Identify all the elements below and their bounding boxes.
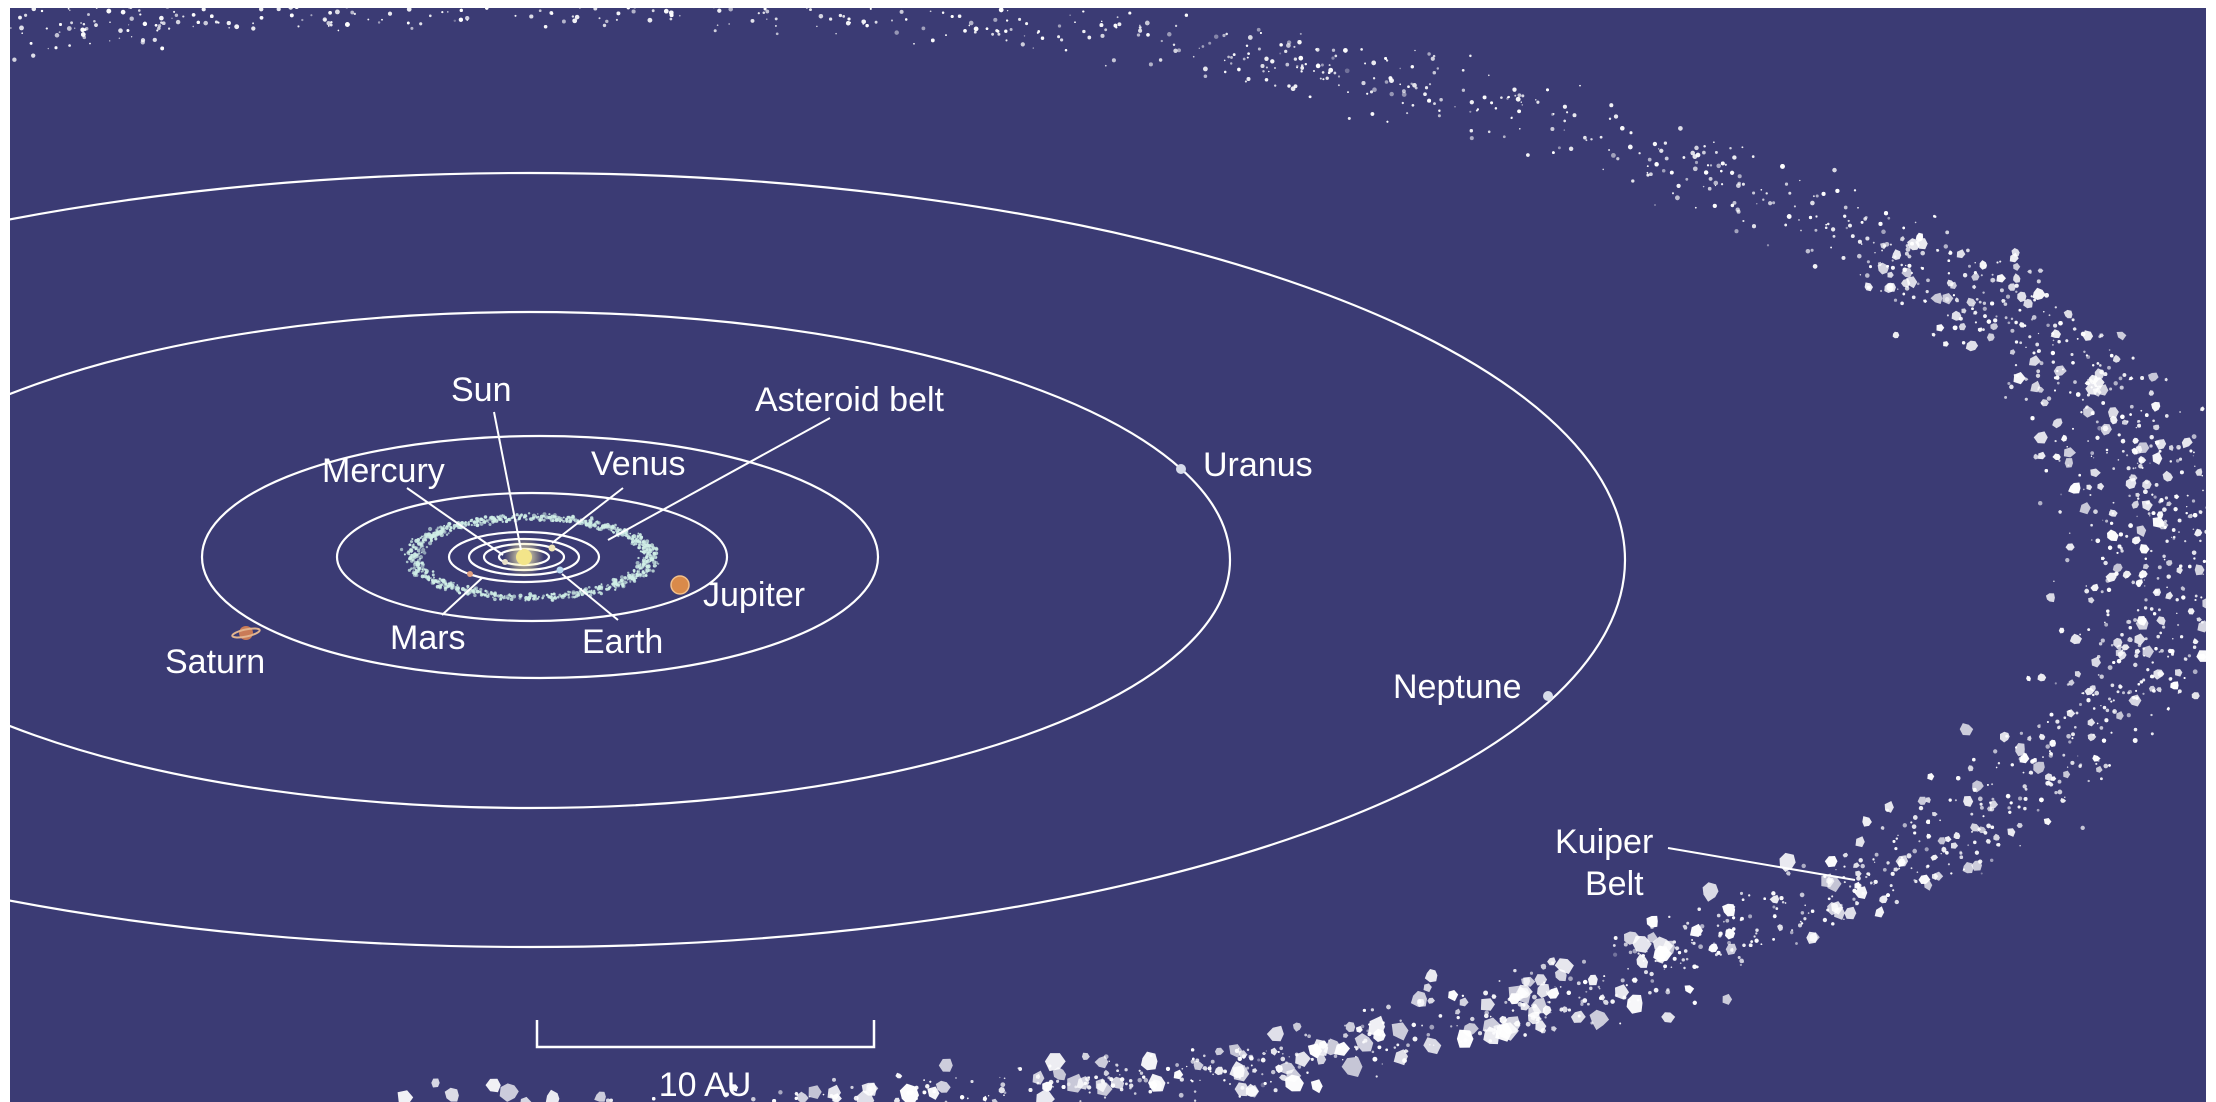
orbit-uranus bbox=[10, 310, 1231, 810]
kuiper-belt-leader bbox=[1667, 847, 1856, 881]
asteroid-belt-dots bbox=[400, 512, 660, 602]
saturn-planet bbox=[231, 626, 261, 640]
earth-leader bbox=[561, 573, 619, 621]
orbit-jupiter bbox=[335, 491, 729, 623]
venus-leader bbox=[551, 487, 624, 544]
orbit-mars bbox=[447, 530, 601, 584]
earth-label: Earth bbox=[582, 623, 663, 661]
mercury-label: Mercury bbox=[322, 452, 445, 490]
uranus-planet bbox=[1176, 464, 1186, 474]
mars-label: Mars bbox=[390, 619, 466, 657]
space-background bbox=[10, 8, 2206, 1102]
mars-planet bbox=[467, 571, 473, 577]
sun-leader bbox=[493, 411, 522, 551]
asteroid-belt-leader bbox=[607, 417, 831, 541]
saturn-label: Saturn bbox=[165, 643, 265, 681]
scale-bar: 10 AU bbox=[535, 1020, 876, 1102]
sun-label: Sun bbox=[451, 371, 512, 409]
scale-bar-line bbox=[535, 1020, 876, 1049]
earth-planet bbox=[556, 566, 564, 574]
venus-planet bbox=[548, 544, 556, 552]
jupiter-label: Jupiter bbox=[703, 576, 805, 614]
labels: Sun Asteroid belt Mercury Venus Mars Ear… bbox=[165, 371, 1653, 903]
orbits bbox=[10, 172, 1626, 948]
orbit-saturn bbox=[200, 434, 880, 680]
jupiter-planet bbox=[670, 575, 690, 595]
asteroid-belt-label: Asteroid belt bbox=[755, 381, 945, 419]
neptune-planet bbox=[1543, 691, 1553, 701]
mercury-planet bbox=[502, 559, 508, 565]
kuiper-label-line1: Kuiper bbox=[1555, 823, 1653, 861]
kuiper-label-line2: Belt bbox=[1585, 865, 1644, 903]
sun bbox=[504, 537, 544, 577]
neptune-label: Neptune bbox=[1393, 668, 1522, 706]
venus-label: Venus bbox=[591, 445, 686, 483]
mercury-leader bbox=[406, 487, 504, 556]
scale-bar-label: 10 AU bbox=[659, 1066, 752, 1102]
sun-body bbox=[516, 549, 532, 565]
mars-leader bbox=[441, 577, 483, 616]
leader-lines bbox=[406, 411, 1856, 881]
uranus-label: Uranus bbox=[1203, 446, 1313, 484]
orbit-neptune bbox=[10, 172, 1626, 948]
